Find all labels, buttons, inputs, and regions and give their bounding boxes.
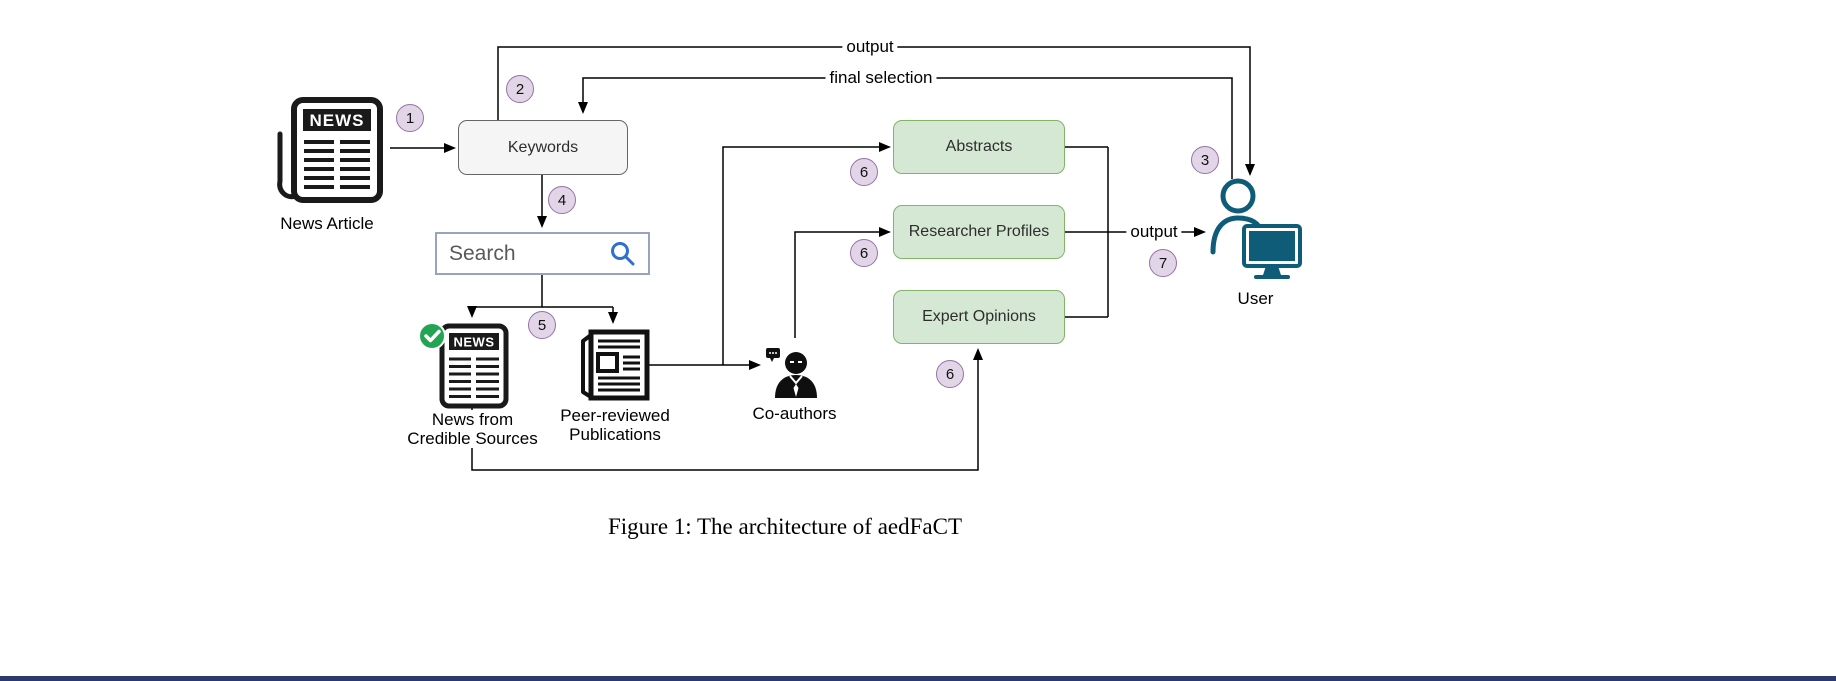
- coauthors-icon: [765, 340, 825, 402]
- step-badge-4: 4: [548, 186, 576, 214]
- step-badge-6-abstracts: 6: [850, 158, 878, 186]
- search-box[interactable]: Search: [435, 232, 650, 275]
- news-article-icon: NEWS: [272, 92, 387, 212]
- step-badge-2: 2: [506, 75, 534, 103]
- user-label-text: User: [1237, 289, 1274, 308]
- verified-check-circle: [418, 322, 446, 350]
- user-icon-svg: [1210, 178, 1302, 279]
- speech-dot: [769, 352, 771, 354]
- abstracts-box: Abstracts: [893, 120, 1065, 174]
- publications-icon-svg: [581, 329, 650, 401]
- credible-news-label: News from Credible Sources: [395, 410, 550, 448]
- user-icon: [1208, 176, 1303, 288]
- publications-icon: [575, 326, 655, 404]
- user-label: User: [1208, 289, 1303, 308]
- credible-news-icon-svg: NEWS: [418, 322, 509, 409]
- newspaper-banner: [303, 109, 371, 131]
- edge-label-output-top: output: [842, 37, 898, 57]
- publications-fold: [581, 333, 593, 399]
- publications-body-lines: [598, 376, 640, 392]
- step-badge-6-researcher: 6: [850, 239, 878, 267]
- bottom-edge-bar: [0, 676, 1836, 681]
- publications-header-lines: [598, 339, 640, 349]
- step-badge-5: 5: [528, 311, 556, 339]
- publications-photo-box: [596, 352, 619, 373]
- keywords-box: Keywords: [458, 120, 628, 175]
- coauthor-collar: [789, 375, 803, 385]
- search-icon-handle: [624, 254, 635, 265]
- credible-news-label-line2: Credible Sources: [407, 429, 538, 448]
- edge-abstracts-join: [1065, 146, 1109, 318]
- expert-opinions-box: Expert Opinions: [893, 290, 1065, 344]
- coauthor-head: [785, 352, 807, 374]
- step-badge-3: 3: [1191, 146, 1219, 174]
- researcher-profiles-box-label: Researcher Profiles: [908, 223, 1050, 240]
- abstracts-box-label: Abstracts: [945, 138, 1013, 155]
- researcher-profiles-box: Researcher Profiles: [893, 205, 1065, 259]
- expert-opinions-box-label: Expert Opinions: [922, 308, 1036, 325]
- news-article-icon-svg: NEWS: [277, 97, 383, 203]
- speech-bubble-tail: [770, 358, 774, 362]
- edge-search-split: [472, 275, 613, 308]
- coauthors-label: Co-authors: [752, 404, 837, 423]
- step-badge-6-expert: 6: [936, 360, 964, 388]
- news-article-label-text: News Article: [280, 214, 374, 233]
- verified-check-icon: [424, 329, 441, 343]
- coauthor-tie: [793, 384, 799, 397]
- news-article-label: News Article: [252, 214, 402, 233]
- step-badge-1: 1: [396, 104, 424, 132]
- monitor-stand-icon: [1263, 266, 1281, 275]
- speech-dot: [772, 352, 774, 354]
- credible-news-lines: [449, 357, 499, 398]
- keywords-box-label: Keywords: [507, 138, 579, 156]
- edge-label-final-selection: final selection: [825, 68, 937, 88]
- publications-label-line2: Publications: [569, 425, 661, 444]
- figure-caption: Figure 1: The architecture of aedFaCT: [607, 514, 963, 539]
- credible-news-icon: NEWS: [418, 320, 510, 410]
- speech-dot: [775, 352, 777, 354]
- edge-label-output-user: output: [1126, 222, 1182, 242]
- credible-news-label-line1: News from: [431, 410, 514, 429]
- credible-news-banner-text: NEWS: [454, 335, 495, 350]
- coauthors-label-text: Co-authors: [752, 404, 837, 423]
- newspaper-lines: [304, 140, 370, 189]
- publications-label: Peer-reviewed Publications: [545, 406, 685, 444]
- monitor-screen-icon: [1249, 231, 1295, 261]
- publications-side-lines: [623, 355, 640, 371]
- search-icon-glass: [611, 241, 629, 260]
- search-icon: [611, 241, 635, 265]
- credible-news-banner: [449, 333, 499, 350]
- newspaper-banner-text: NEWS: [310, 111, 365, 130]
- coauthors-icon-svg: [766, 348, 817, 398]
- step-badge-7: 7: [1149, 249, 1177, 277]
- publications-label-line1: Peer-reviewed: [560, 406, 670, 425]
- search-box-label: Search: [449, 241, 516, 265]
- user-head: [1220, 178, 1256, 214]
